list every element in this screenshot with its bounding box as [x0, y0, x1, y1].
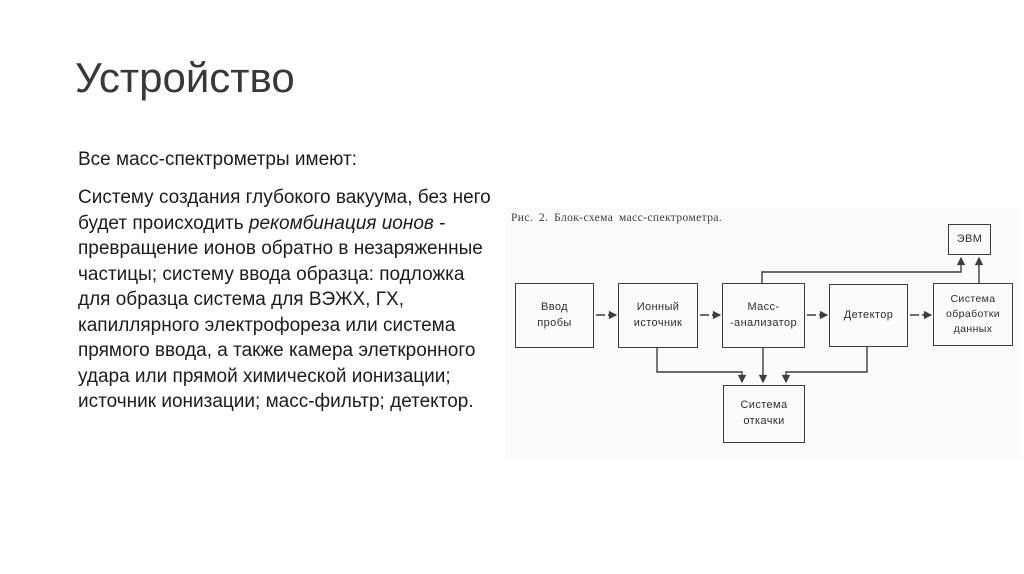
box-label: Ионный [636, 300, 680, 313]
figure-caption: Рис. 2. Блок-схема масс-спектрометра. [511, 212, 723, 224]
box-label: Масс- [747, 300, 780, 313]
diagram-box-sample-inlet: Ввод пробы [515, 283, 594, 348]
diagram-connectors [596, 256, 984, 384]
box-label: обработки [945, 307, 1001, 320]
box-label: пробы [537, 316, 572, 329]
diagram-box-computer: ЭВМ [948, 224, 991, 255]
diagram-box-data-system: Система обработки данных [933, 283, 1013, 346]
box-label: данных [953, 323, 993, 336]
body-text-after-italic: - превращение ионов обратно в незаряженн… [78, 212, 483, 413]
body-text-before-italic: Систему создания глубокого вакуума, без … [78, 187, 491, 234]
box-label: Система [740, 399, 788, 412]
diagram-box-ion-source: Ионный источник [618, 283, 698, 348]
box-label: -анализатор [729, 316, 797, 329]
box-label: Ввод [541, 300, 568, 313]
diagram-box-pumping-system: Система откачки [723, 385, 805, 443]
intro-text: Все масс-спектрометры имеют: [78, 149, 357, 170]
figure-block-diagram: Рис. 2. Блок-схема масс-спектрометра. [505, 208, 1021, 460]
box-label: Детектор [843, 308, 894, 321]
body-text-italic: рекомбинация ионов [248, 212, 434, 234]
box-label: источник [633, 316, 683, 329]
slide-title: Устройство [75, 54, 295, 101]
diagram-box-mass-analyzer: Масс- -анализатор [722, 283, 805, 348]
arrow-ionsource-to-pump [656, 348, 747, 384]
box-label: ЭВМ [956, 232, 983, 245]
arrow-detector-to-pump [781, 347, 868, 384]
body-paragraph: Систему создания глубокого вакуума, без … [78, 185, 498, 415]
box-label: Система [950, 292, 996, 305]
arrow-analyzer-to-computer [761, 256, 966, 283]
box-label: откачки [743, 415, 785, 427]
diagram-box-detector: Детектор [829, 284, 908, 347]
